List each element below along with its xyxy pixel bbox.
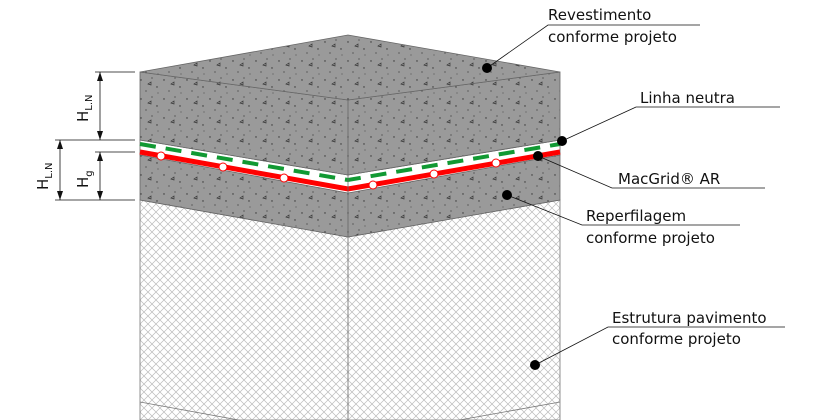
dim-hln-top: HL.N	[74, 94, 95, 122]
leader-lines	[486, 24, 785, 366]
leader-dots	[482, 63, 567, 370]
label-reperfilagem-1: Reperfilagem	[586, 207, 686, 225]
label-estrutura-2: conforme projeto	[612, 330, 741, 348]
label-revestimento-2: conforme projeto	[548, 28, 677, 46]
dim-hln-bottom: HL.N	[34, 162, 55, 190]
label-linha-neutra: Linha neutra	[640, 89, 735, 107]
dimension-lines	[55, 71, 135, 201]
label-estrutura-1: Estrutura pavimento	[612, 309, 767, 327]
dim-hg: Hg	[74, 170, 95, 188]
label-macgrid: MacGrid® AR	[618, 170, 720, 188]
label-reperfilagem-2: conforme projeto	[586, 229, 715, 247]
label-revestimento-1: Revestimento	[548, 6, 651, 24]
